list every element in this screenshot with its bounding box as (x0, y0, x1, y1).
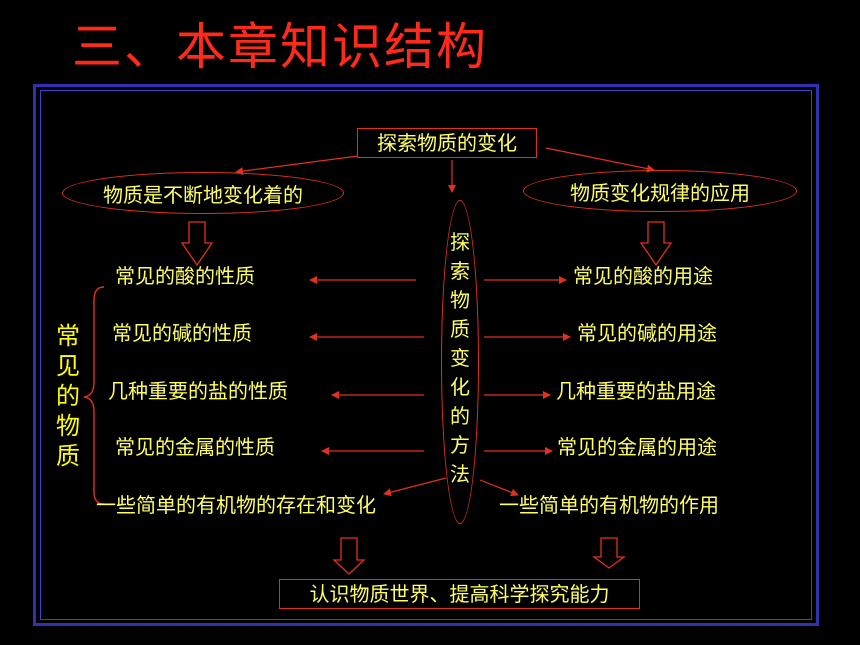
left-brace (83, 286, 105, 505)
left-item-2: 常见的碱的性质 (112, 321, 252, 345)
left-header-label: 物质是不断地变化着的 (103, 182, 303, 207)
left-header-ellipse: 物质是不断地变化着的 (62, 172, 344, 214)
arrow-top-to-left (235, 155, 359, 176)
hollow-arrow-bottom-left (332, 537, 366, 575)
side-label: 常见的物质 (56, 322, 80, 470)
center-method-label: 探索物质变化的方法 (450, 230, 470, 486)
hollow-arrow-bottom-right (592, 537, 626, 569)
top-box-label: 探索物质的变化 (377, 131, 517, 155)
right-header-label: 物质变化规律的应用 (570, 180, 750, 205)
left-item-4: 常见的金属的性质 (115, 435, 275, 459)
arrow-right-5 (479, 479, 519, 497)
right-item-3: 几种重要的盐用途 (556, 379, 716, 403)
right-item-5: 一些简单的有机物的作用 (499, 493, 719, 517)
left-item-3: 几种重要的盐的性质 (108, 379, 288, 403)
right-item-4: 常见的金属的用途 (557, 435, 717, 459)
diagram-frame-inner (40, 90, 812, 620)
diagram-frame (33, 84, 819, 626)
bottom-box-label: 认识物质世界、提高科学探究能力 (309, 582, 610, 606)
arrow-top-to-right (545, 147, 655, 173)
center-method-ellipse (441, 200, 479, 524)
left-item-1: 常见的酸的性质 (115, 264, 255, 288)
bottom-box: 认识物质世界、提高科学探究能力 (279, 579, 640, 609)
hollow-arrow-right (639, 221, 673, 267)
arrow-left-5 (383, 477, 447, 497)
slide-title: 三、本章知识结构 (72, 18, 488, 76)
left-item-5: 一些简单的有机物的存在和变化 (96, 493, 376, 517)
right-item-1: 常见的酸的用途 (573, 264, 713, 288)
hollow-arrow-left (180, 221, 214, 267)
right-header-ellipse: 物质变化规律的应用 (523, 170, 797, 212)
top-box: 探索物质的变化 (357, 128, 537, 158)
right-item-2: 常见的碱的用途 (577, 321, 717, 345)
